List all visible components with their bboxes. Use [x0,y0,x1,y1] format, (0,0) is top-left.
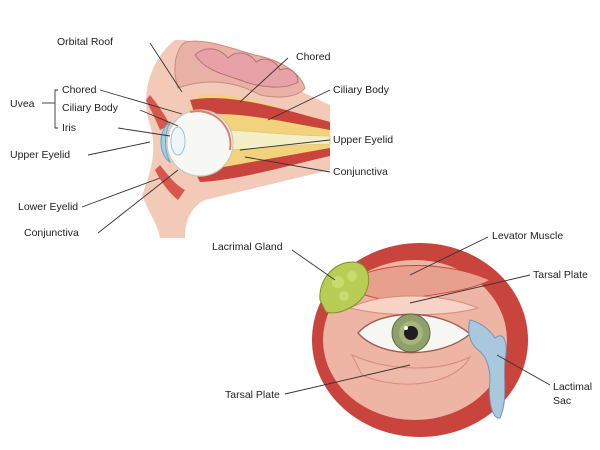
label-uvea-iris: Iris [62,122,76,134]
label-tarsal-plate-lower: Tarsal Plate [225,389,280,401]
upper-eyelid-tissue [146,95,170,130]
sagittal-eye-illustration [142,39,331,239]
lens [170,126,186,156]
frontal-labels: Lacrimal Gland Levator Muscle Tarsal Pla… [212,230,592,407]
label-tarsal-plate-upper: Tarsal Plate [533,269,588,281]
eyeball-sclera [166,109,234,177]
sagittal-leader-lines [42,42,331,234]
pupil-highlight [404,326,408,330]
cornea [160,120,172,164]
gland-lobule [339,291,349,301]
label-uvea-ciliary-body: Ciliary Body [62,102,119,114]
label-upper-eyelid-left: Upper Eyelid [10,149,70,161]
lower-rectus-muscle [195,148,330,182]
frontal-leader-lines [284,236,551,395]
label-chored-top: Chored [296,51,331,63]
choroid-layer [189,110,232,151]
label-levator-muscle: Levator Muscle [492,230,563,242]
label-conjunctiva-right: Conjunctiva [333,166,388,178]
label-lacrimal-sac-line1: Lactimal [553,381,592,393]
label-lacrimal-gland: Lacrimal Gland [212,241,283,253]
label-upper-eyelid-right: Upper Eyelid [333,134,393,146]
lower-tarsal-plate [350,353,472,385]
lacrimal-sac [468,319,507,419]
lower-eyelid-tissue [155,165,185,200]
upper-rectus-muscle [190,98,330,130]
label-conjunctiva-left: Conjunctiva [24,227,79,239]
brain-tissue [194,48,299,88]
gland-lobule [347,271,357,281]
pupil [404,326,418,340]
label-ciliary-body-right: Ciliary Body [333,84,390,96]
gland-lobule [332,276,344,288]
frontal-eye-illustration [312,243,528,437]
label-uvea-chored: Chored [62,84,97,96]
label-uvea: Uvea [10,98,35,110]
sagittal-labels: Orbital Roof Chored Ciliary Body Upper E… [10,36,393,239]
upper-tarsal-plate [348,295,480,316]
label-orbital-roof: Orbital Roof [57,36,113,48]
label-lower-eyelid: Lower Eyelid [18,201,78,213]
label-lacrimal-sac-line2: Sac [553,395,571,407]
